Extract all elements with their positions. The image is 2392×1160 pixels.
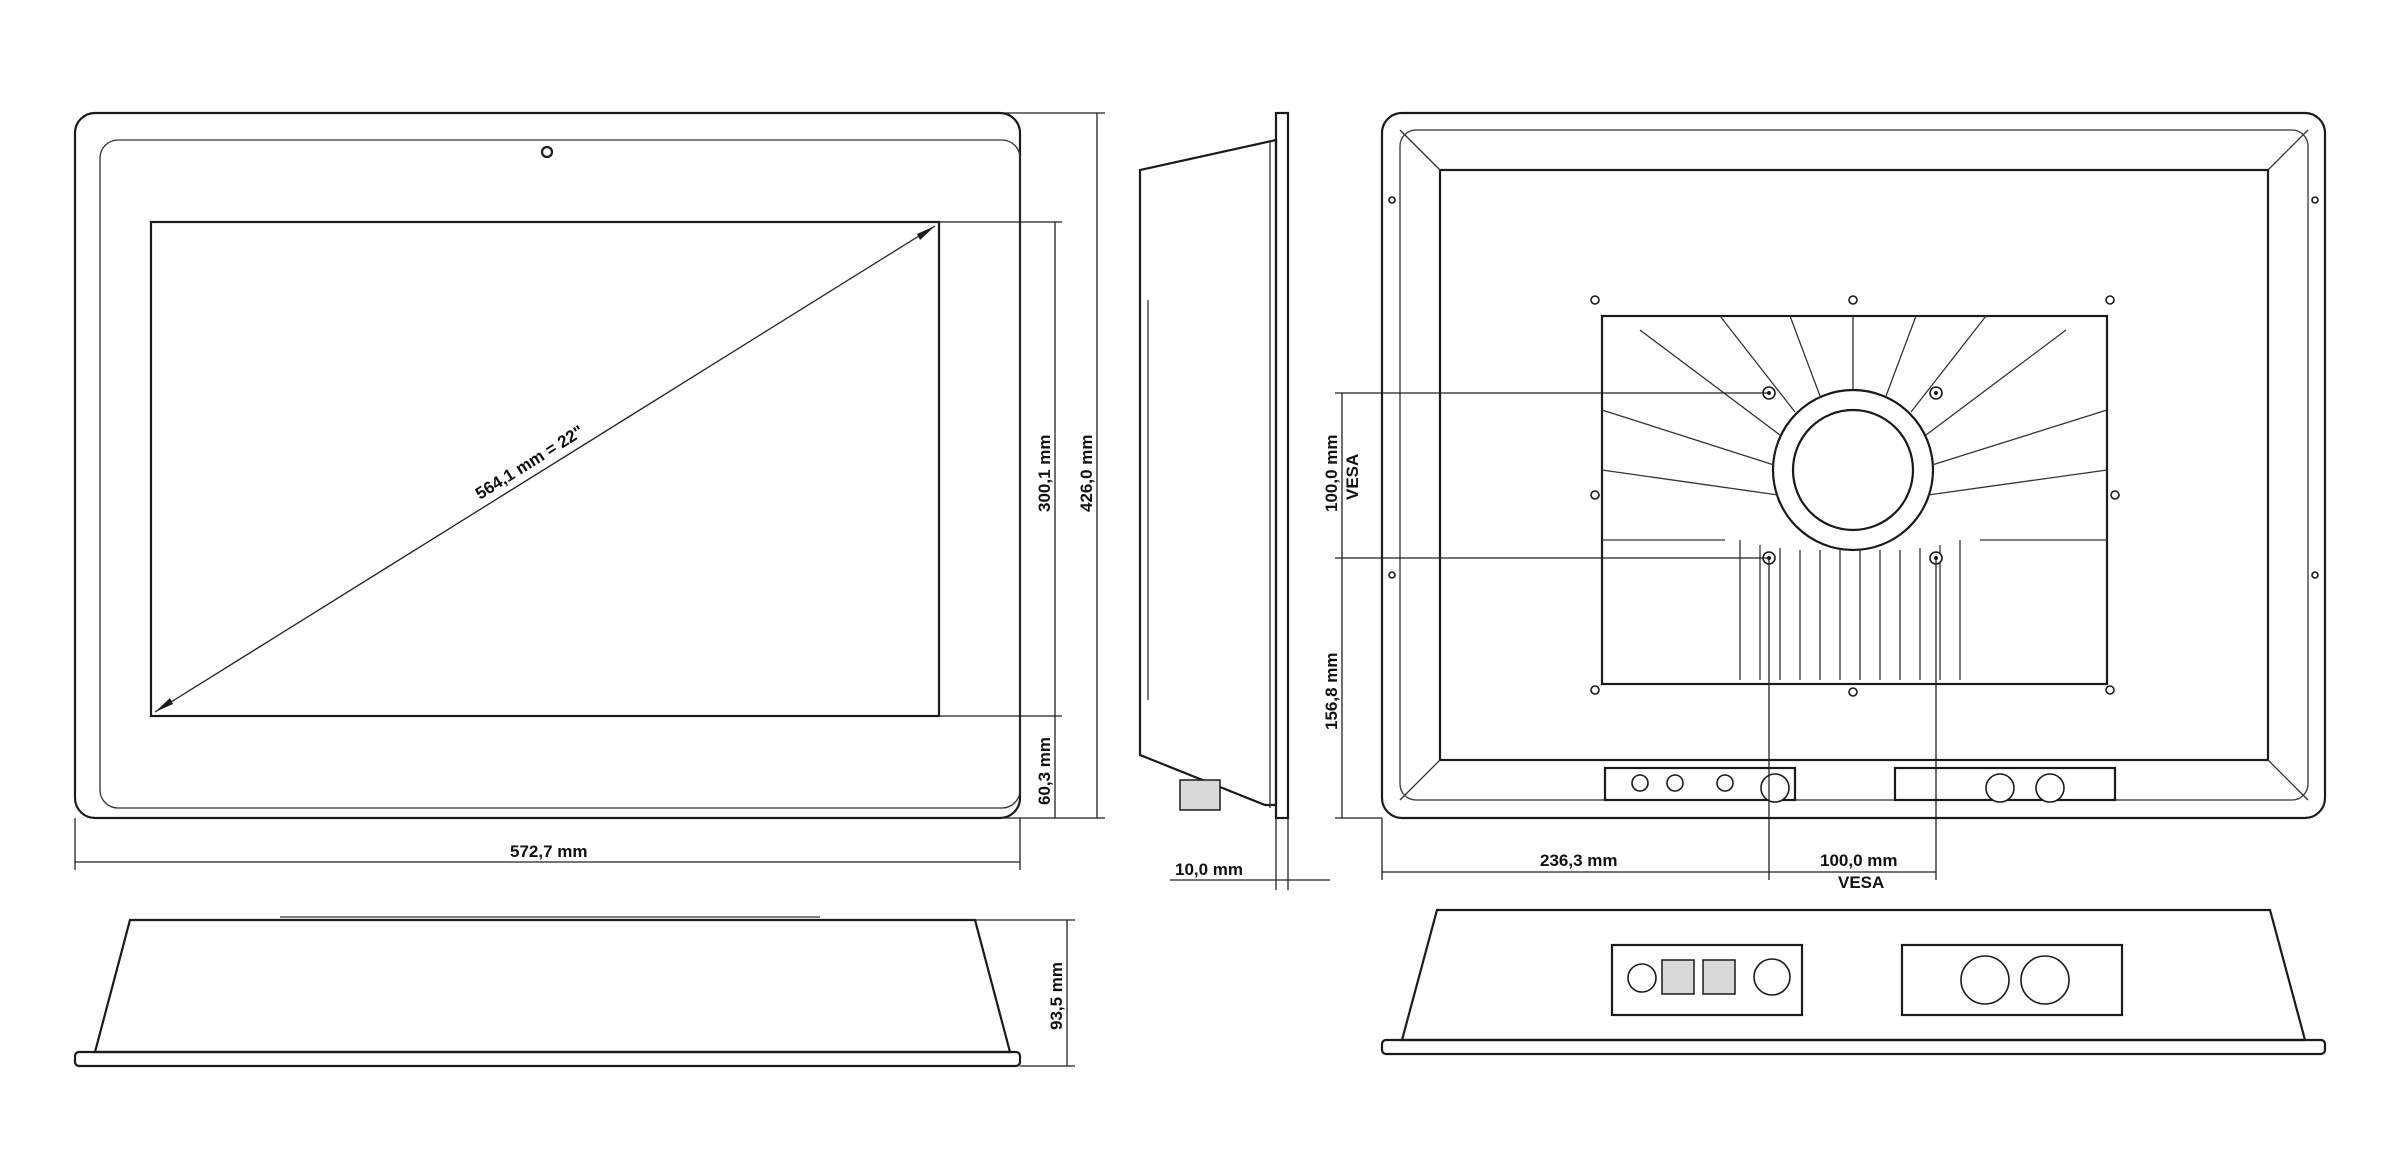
rear-port-4: [1760, 773, 1790, 803]
bottom-left-base: [73, 1050, 1022, 1068]
rear-port-5: [1985, 773, 2015, 803]
rear-bevel-bl: [1399, 759, 1441, 801]
rear-port-3: [1716, 774, 1734, 792]
bottom-view-right: [1380, 908, 2327, 1056]
bottom-io-port-rj45-b: [2020, 955, 2070, 1005]
front-view: 564,1 mm = 22" 300,1 mm 426,0 mm 60,3 mm…: [73, 111, 1105, 870]
bottom-offset-label: 60,3 mm: [1035, 737, 1054, 805]
vesa-v-label: 100,0 mm: [1322, 435, 1341, 513]
bottom-io-port-rj45-a: [1960, 955, 2010, 1005]
rear-outer: [1380, 111, 2327, 820]
side-connector: [1179, 779, 1221, 811]
rear-bevel-br: [2267, 759, 2309, 801]
total-depth-label: 93,5 mm: [1047, 962, 1066, 1030]
bottom-io-port-a: [1661, 959, 1695, 995]
front-camera-hole: [540, 145, 554, 159]
front-bezel-outer: [73, 111, 1022, 820]
rear-port-6: [2035, 773, 2065, 803]
bottom-io-port-c: [1753, 958, 1791, 996]
total-width-label: 572,7 mm: [510, 842, 588, 861]
vesa-bottom-label: 156,8 mm: [1322, 653, 1341, 731]
front-bezel-inner: [99, 139, 1021, 809]
heatsink-fins: [1601, 315, 2108, 680]
rear-screws: [1388, 196, 2319, 697]
diagonal-label: 564,1 mm = 22": [472, 422, 587, 504]
bottom-view-left: 93,5 mm: [73, 916, 1075, 1068]
vesa-v-sublabel: VESA: [1343, 454, 1362, 500]
rear-port-2: [1666, 774, 1684, 792]
vesa-h-sublabel: VESA: [1838, 873, 1884, 892]
vesa-holes: [1762, 386, 1943, 565]
bottom-io-port-b: [1702, 959, 1736, 995]
bottom-right-base: [1380, 1038, 2327, 1056]
bottom-io-panel-left: [1610, 943, 1804, 1017]
rear-recess: [1438, 168, 2270, 762]
bottom-right-body: [1400, 908, 2307, 1042]
screen-height-label: 300,1 mm: [1035, 435, 1054, 513]
rear-bevel-tr: [2267, 129, 2309, 171]
side-body: [1138, 138, 1278, 807]
bottom-io-panel-right: [1900, 943, 2124, 1017]
depth-front-label: 10,0 mm: [1175, 860, 1243, 879]
side-front-plate: [1274, 111, 1290, 820]
vesa-left-label: 236,3 mm: [1540, 851, 1618, 870]
front-screen-area: [149, 220, 941, 718]
heatsink-inner-circle: [1791, 408, 1915, 532]
bottom-io-port-round: [1627, 963, 1657, 993]
rear-port-1: [1631, 774, 1649, 792]
rear-view: 100,0 mm VESA 156,8 mm 236,3 mm 100,0 mm…: [1322, 111, 2327, 892]
heatsink-plate: [1600, 314, 2109, 686]
rear-inner: [1399, 129, 2309, 801]
vesa-h-label: 100,0 mm: [1820, 851, 1898, 870]
rear-bevel-tl: [1399, 129, 1441, 171]
heatsink-outer-circle: [1771, 388, 1935, 552]
diagonal-arrow-start: [155, 698, 173, 712]
diagonal-dimension-line: [154, 225, 936, 713]
total-height-label: 426,0 mm: [1077, 435, 1096, 513]
rear-connector-panel-left: [1603, 766, 1797, 802]
diagonal-arrow-end: [917, 226, 935, 240]
side-view: 10,0 mm: [1138, 111, 1330, 890]
bottom-left-body: [93, 918, 1012, 1054]
